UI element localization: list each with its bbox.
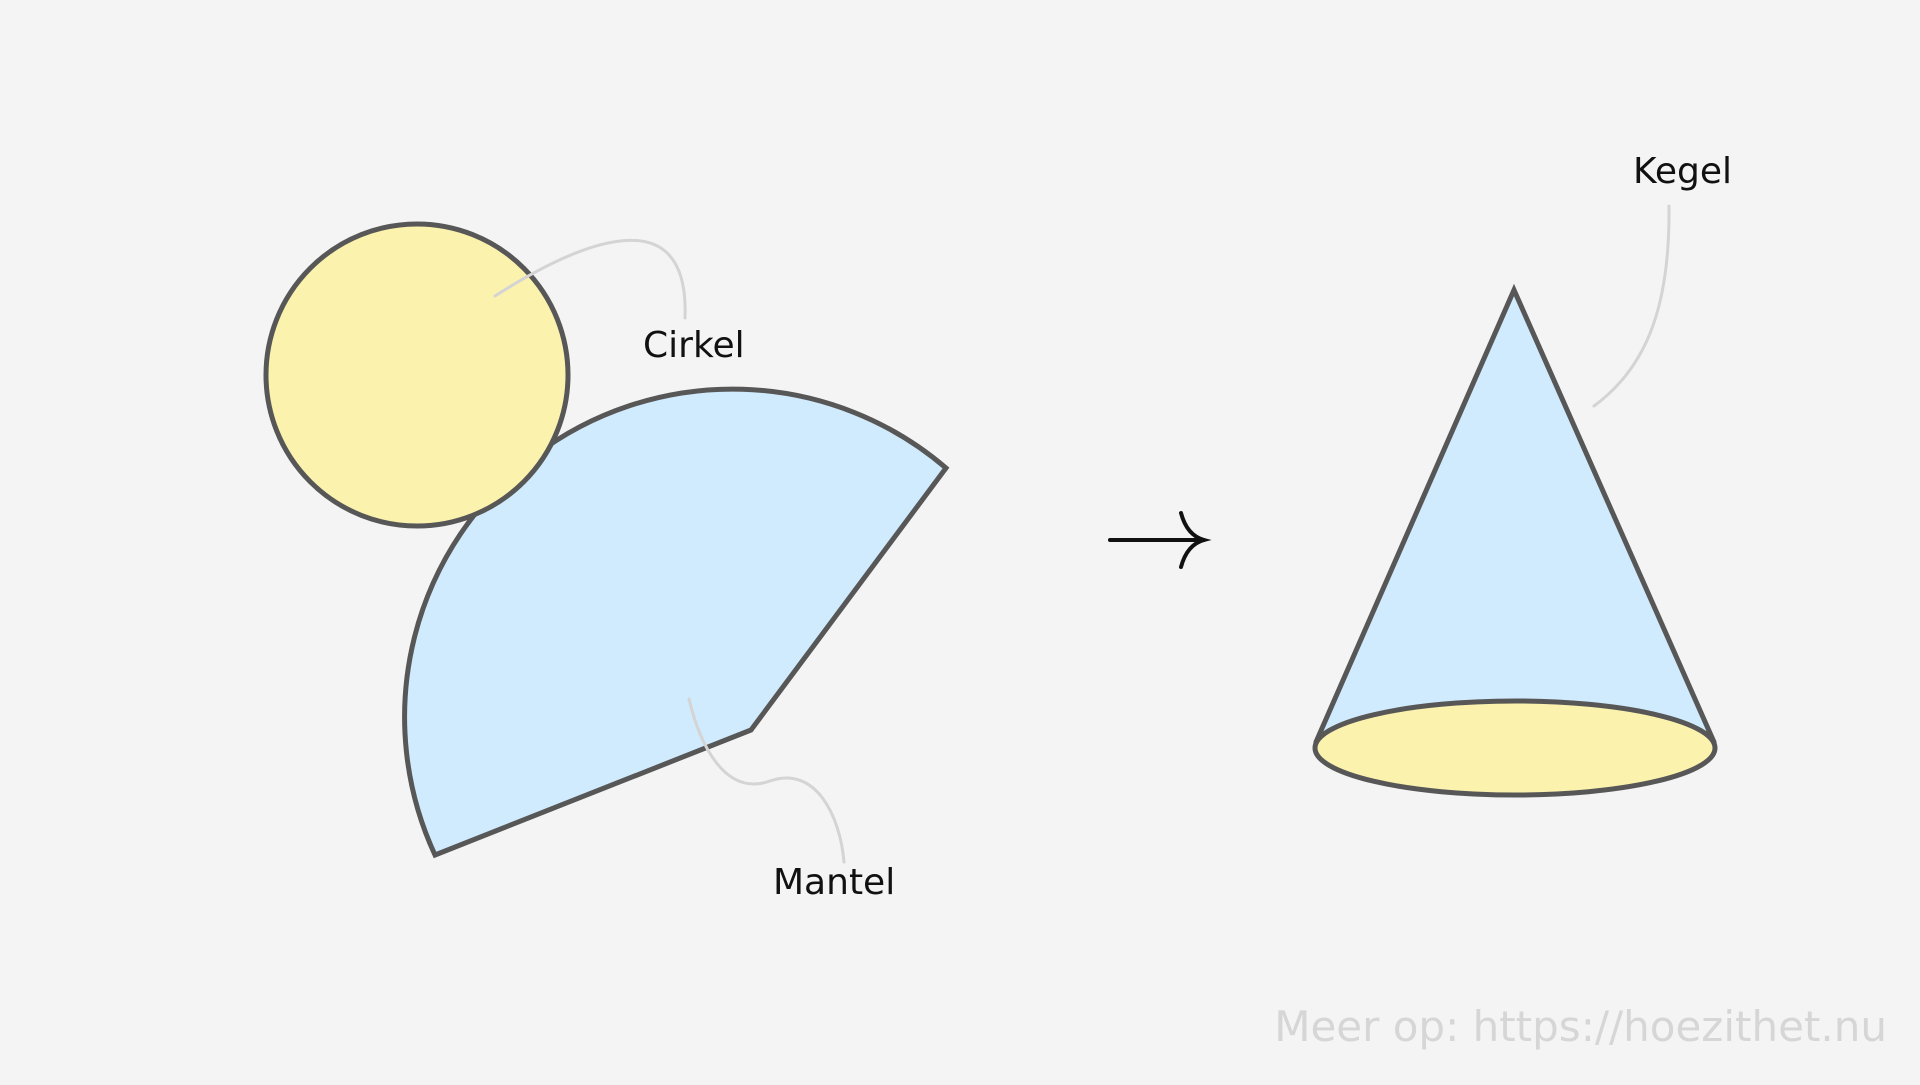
- cone-net: [263, 221, 950, 859]
- circle-leader-line: [493, 238, 687, 320]
- arrow-right-icon: [1108, 511, 1212, 569]
- base-circle: [263, 221, 571, 529]
- watermark: Meer op: https://hoezithet.nu: [1274, 1002, 1887, 1051]
- mantle-leader-line: [687, 697, 846, 864]
- circle-label: Cirkel: [643, 325, 745, 366]
- cone-label: Kegel: [1633, 151, 1732, 192]
- mantle-label: Mantel: [773, 862, 895, 903]
- cone: [1312, 283, 1718, 798]
- cone-base-ellipse: [1312, 698, 1718, 798]
- cone-leader-line: [1592, 204, 1671, 408]
